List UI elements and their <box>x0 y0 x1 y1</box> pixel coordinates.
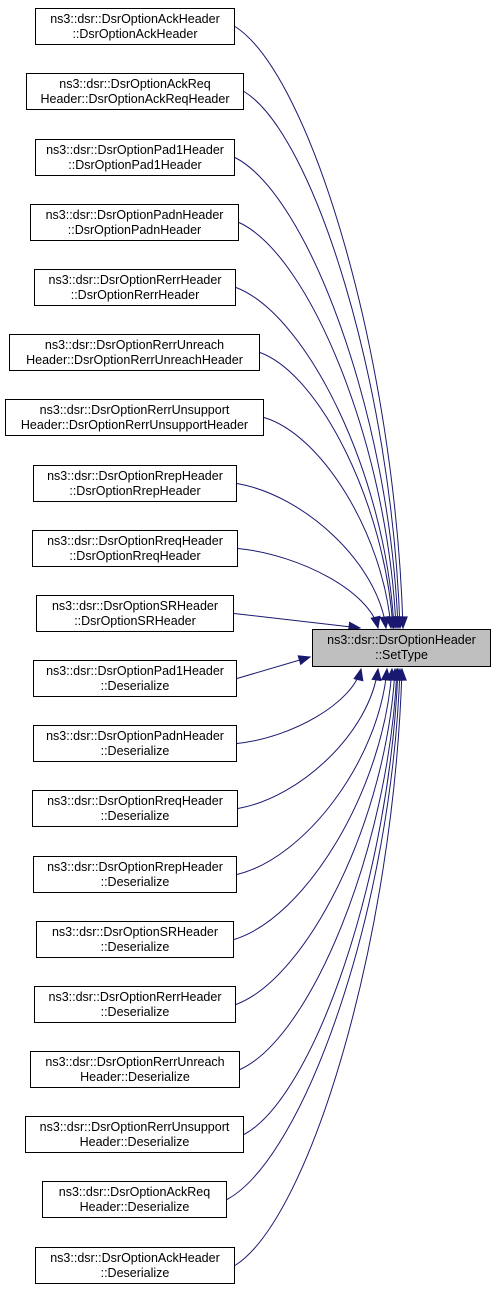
call-edge <box>236 668 362 744</box>
node-label-line2: ::SetType <box>375 648 428 662</box>
caller-node[interactable]: ns3::dsr::DsrOptionRreqHeader::DsrOption… <box>32 530 238 567</box>
call-edge <box>236 656 311 679</box>
call-edge <box>235 287 395 629</box>
node-label-line1: ns3::dsr::DsrOptionHeader <box>327 633 476 647</box>
call-edge <box>239 668 398 1070</box>
node-label-line1: ns3::dsr::DsrOptionPadnHeader <box>46 728 224 743</box>
node-label-line2: ::DsrOptionRerrHeader <box>70 287 200 302</box>
node-label-line2: ::Deserialize <box>100 939 170 954</box>
node-label-line1: ns3::dsr::DsrOptionPadnHeader <box>45 207 224 222</box>
node-label-line2: Header::Deserialize <box>79 1199 190 1214</box>
caller-node[interactable]: ns3::dsr::DsrOptionPad1Header::DsrOption… <box>35 139 235 176</box>
node-label-line1: ns3::dsr::DsrOptionRrepHeader <box>47 468 223 483</box>
node-label-line1: ns3::dsr::DsrOptionRerrHeader <box>48 272 222 287</box>
target-node[interactable]: ns3::dsr::DsrOptionHeader::SetType <box>312 629 491 667</box>
caller-node[interactable]: ns3::dsr::DsrOptionRrepHeader::DsrOption… <box>33 465 237 502</box>
caller-node[interactable]: ns3::dsr::DsrOptionPadnHeader::DsrOption… <box>30 204 239 241</box>
call-edge <box>234 157 399 629</box>
call-edge <box>243 668 399 1135</box>
node-label-line2: ::DsrOptionPadnHeader <box>67 222 202 237</box>
call-edge <box>238 222 397 629</box>
node-label-line1: ns3::dsr::DsrOptionSRHeader <box>51 598 219 613</box>
node-label-line2: ::DsrOptionRreqHeader <box>69 548 201 563</box>
node-label-line2: ::Deserialize <box>100 1265 170 1280</box>
call-edge <box>243 91 401 629</box>
call-edge <box>259 352 394 629</box>
node-label-line2: ::Deserialize <box>100 1004 170 1019</box>
node-label-line2: ::Deserialize <box>100 874 170 889</box>
node-label-line2: ::DsrOptionPad1Header <box>68 157 202 172</box>
caller-node[interactable]: ns3::dsr::DsrOptionSRHeader::Deserialize <box>36 921 234 958</box>
node-label-line2: ::DsrOptionSRHeader <box>74 613 196 628</box>
call-edge <box>237 668 379 809</box>
node-label-line1: ns3::dsr::DsrOptionRerrUnreach <box>45 1054 225 1069</box>
caller-node[interactable]: ns3::dsr::DsrOptionRerrHeader::Deseriali… <box>34 986 236 1023</box>
node-label-line1: ns3::dsr::DsrOptionPad1Header <box>46 142 224 157</box>
caller-node[interactable]: ns3::dsr::DsrOptionPad1Header::Deseriali… <box>33 660 237 697</box>
caller-node[interactable]: ns3::dsr::DsrOptionRrepHeader::Deseriali… <box>33 856 237 893</box>
caller-node[interactable]: ns3::dsr::DsrOptionPadnHeader::Deseriali… <box>33 725 237 762</box>
node-label-line1: ns3::dsr::DsrOptionRerrUnreach <box>44 337 225 352</box>
node-label-line2: Header::Deserialize <box>79 1134 190 1149</box>
node-label-line1: ns3::dsr::DsrOptionAckReq <box>59 76 211 91</box>
caller-node[interactable]: ns3::dsr::DsrOptionAckHeader::Deserializ… <box>35 1247 235 1284</box>
call-edge <box>234 26 404 629</box>
node-label-line2: ::Deserialize <box>100 678 170 693</box>
arrowhead-icon <box>396 667 407 681</box>
node-label-line2: ::DsrOptionAckHeader <box>72 26 198 41</box>
node-label-line2: ::Deserialize <box>100 808 170 823</box>
node-label-line1: ns3::dsr::DsrOptionRreqHeader <box>47 533 223 548</box>
node-label-line2: ::DsrOptionRrepHeader <box>69 483 201 498</box>
call-edge <box>235 668 396 1005</box>
caller-node[interactable]: ns3::dsr::DsrOptionRerrHeader::DsrOption… <box>34 269 236 306</box>
caller-node[interactable]: ns3::dsr::DsrOptionAckHeader::DsrOptionA… <box>35 8 235 45</box>
arrowhead-icon <box>297 655 312 666</box>
call-edge <box>226 668 401 1200</box>
node-label-line2: Header::DsrOptionRerrUnreachHeader <box>26 352 243 367</box>
node-label-line1: ns3::dsr::DsrOptionAckReq <box>58 1184 211 1199</box>
node-label-line1: ns3::dsr::DsrOptionAckHeader <box>50 11 220 26</box>
node-label-line1: ns3::dsr::DsrOptionPad1Header <box>46 663 224 678</box>
node-label-line2: Header::Deserialize <box>80 1069 190 1084</box>
call-edge <box>263 417 392 629</box>
arrowhead-icon <box>371 667 382 682</box>
node-label-line1: ns3::dsr::DsrOptionRerrUnsupport <box>39 402 230 417</box>
call-edge <box>236 668 388 875</box>
node-label-line1: ns3::dsr::DsrOptionAckHeader <box>50 1250 220 1265</box>
arrowhead-icon <box>370 615 381 630</box>
node-label-line1: ns3::dsr::DsrOptionRrepHeader <box>47 859 223 874</box>
call-edge <box>234 668 403 1266</box>
node-label-line2: Header::DsrOptionAckReqHeader <box>40 91 230 106</box>
node-label-line1: ns3::dsr::DsrOptionRerrUnsupport <box>39 1119 230 1134</box>
node-label-line1: ns3::dsr::DsrOptionRerrHeader <box>48 989 222 1004</box>
node-label-line2: Header::DsrOptionRerrUnsupportHeader <box>20 417 249 432</box>
caller-node[interactable]: ns3::dsr::DsrOptionRreqHeader::Deseriali… <box>32 790 238 827</box>
call-edge <box>237 548 379 629</box>
node-label-line2: ::Deserialize <box>100 743 170 758</box>
arrowhead-icon <box>353 667 364 682</box>
node-label-line1: ns3::dsr::DsrOptionRreqHeader <box>47 793 223 808</box>
node-label-line1: ns3::dsr::DsrOptionSRHeader <box>51 924 219 939</box>
arrowhead-icon <box>379 615 390 630</box>
call-edge <box>233 668 393 940</box>
call-edge <box>236 483 387 629</box>
call-edge <box>233 613 361 629</box>
caller-node[interactable]: ns3::dsr::DsrOptionSRHeader::DsrOptionSR… <box>36 595 234 632</box>
